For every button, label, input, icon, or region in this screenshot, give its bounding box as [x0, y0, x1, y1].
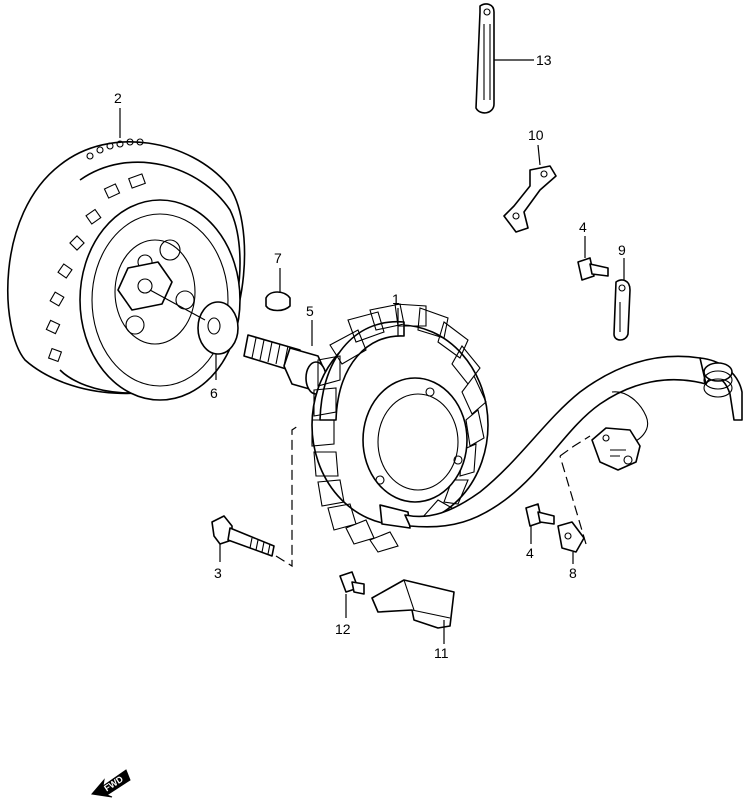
stator-bolt-part — [211, 515, 275, 557]
stator-part — [311, 303, 489, 553]
wiring-harness — [404, 355, 743, 528]
wire-clamp-9-part — [613, 279, 631, 341]
callout-11: 11 — [434, 645, 449, 661]
wire-clamp-10-part — [503, 165, 557, 233]
fwd-arrow-icon: FWD — [91, 769, 131, 798]
washer-part — [197, 301, 239, 355]
pulser-coil-part — [591, 427, 641, 471]
screw-4-upper-part — [577, 257, 609, 281]
callout-2: 2 — [114, 90, 122, 106]
wire-clamp-8-part — [557, 521, 585, 553]
key-part — [265, 291, 291, 312]
bracket-cover-part — [371, 579, 455, 629]
callout-1: 1 — [392, 291, 400, 307]
callout-8: 8 — [569, 565, 577, 581]
callout-13: 13 — [536, 52, 552, 68]
flywheel-rotor-part — [7, 138, 246, 401]
callout-10: 10 — [528, 127, 544, 143]
screw-12-part — [339, 571, 365, 595]
callout-4-lower: 4 — [526, 545, 534, 561]
callout-6: 6 — [210, 385, 218, 401]
wire-clamp-13-part — [475, 3, 495, 114]
flywheel-bolt-part — [243, 334, 327, 395]
callout-5: 5 — [306, 303, 314, 319]
callout-12: 12 — [335, 621, 351, 637]
callout-3: 3 — [214, 565, 222, 581]
callout-9: 9 — [618, 242, 626, 258]
screw-4-lower-part — [525, 503, 555, 527]
callout-7: 7 — [274, 250, 282, 266]
callout-4-upper: 4 — [579, 219, 587, 235]
